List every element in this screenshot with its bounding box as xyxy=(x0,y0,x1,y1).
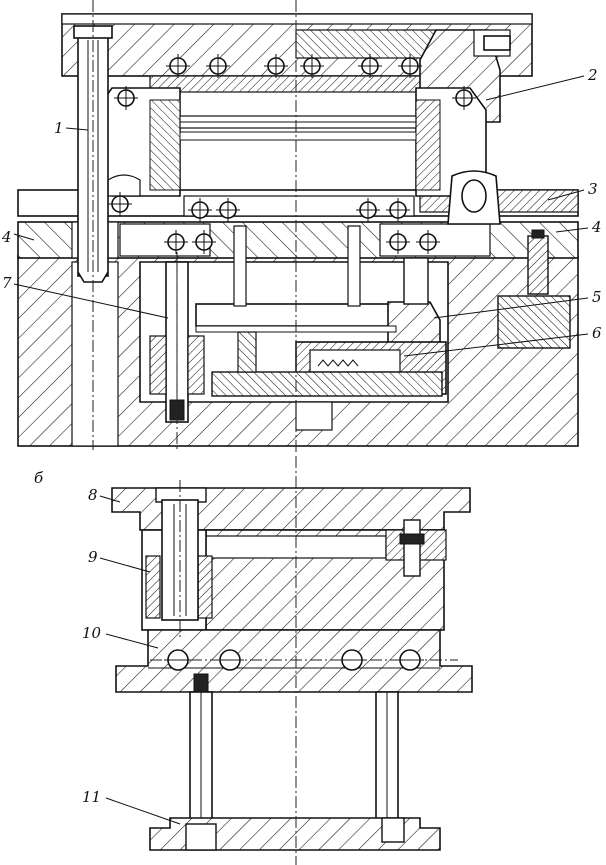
bolt-hole xyxy=(114,86,138,110)
left-cam-block xyxy=(95,87,181,197)
bolt-hole xyxy=(386,230,410,254)
bolt-holes-a xyxy=(108,54,476,254)
label-3: 3 xyxy=(588,180,598,198)
bolt-hole xyxy=(300,54,324,78)
callout-1: 1 xyxy=(54,119,89,137)
bolt-hole xyxy=(358,54,382,78)
bolt-hole xyxy=(386,198,410,222)
label-5: 5 xyxy=(592,288,602,306)
slide-rods xyxy=(179,115,417,141)
callout-10: 10 xyxy=(82,624,159,649)
bottom-plate-11 xyxy=(149,817,441,851)
punch-pins xyxy=(233,225,549,373)
label-7: 7 xyxy=(2,274,12,292)
bolt-hole xyxy=(188,198,212,222)
bolt-hole xyxy=(166,54,190,78)
top-plate-8 xyxy=(111,487,471,531)
label-9: 9 xyxy=(88,548,98,566)
label-10: 10 xyxy=(82,624,102,642)
callout-2: 2 xyxy=(485,66,598,101)
callout-8: 8 xyxy=(88,486,121,504)
bolt-holes-b xyxy=(150,649,458,671)
middle-block xyxy=(205,519,447,631)
callout-3: 3 xyxy=(547,180,598,201)
callout-5: 5 xyxy=(433,288,602,319)
label-2: 2 xyxy=(587,66,598,84)
label-8: 8 xyxy=(88,486,98,504)
bolt-hole xyxy=(216,198,240,222)
view-b-marker: б xyxy=(34,469,44,487)
ejector-plate-6 xyxy=(211,341,447,397)
label-4-right: 4 xyxy=(591,218,602,236)
bolt-hole xyxy=(108,192,132,216)
column-pins xyxy=(189,673,399,821)
bolt-hole xyxy=(398,54,422,78)
callout-6: 6 xyxy=(403,324,602,357)
callout-4-right: 4 xyxy=(555,218,602,236)
callout-4-left: 4 xyxy=(1,228,35,246)
label-4-left: 4 xyxy=(1,228,12,246)
hinge-bracket xyxy=(447,170,501,225)
bolt-hole xyxy=(416,230,440,254)
label-1: 1 xyxy=(54,119,64,137)
bolt-hole xyxy=(452,86,476,110)
bolt-hole xyxy=(206,54,230,78)
callout-7: 7 xyxy=(2,274,169,319)
callout-11: 11 xyxy=(82,788,181,825)
callout-9: 9 xyxy=(88,548,151,573)
bolt-hole xyxy=(264,54,288,78)
bolt-hole xyxy=(356,198,380,222)
view-a: 1 2 3 4 4 5 6 7 xyxy=(1,0,602,452)
label-11: 11 xyxy=(82,788,101,806)
label-6: 6 xyxy=(592,324,602,342)
view-b: б xyxy=(34,456,473,865)
bolt-hole xyxy=(164,230,188,254)
bolt-hole xyxy=(192,230,216,254)
right-cam-block xyxy=(415,87,487,197)
